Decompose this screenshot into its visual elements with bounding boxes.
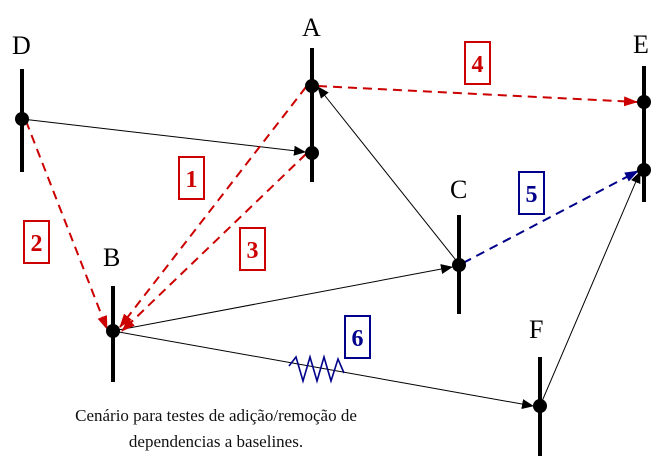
edge-4-a-e: [317, 85, 638, 107]
node-label-f: F: [529, 315, 543, 344]
edge-3-a-b: [121, 153, 307, 332]
version-dot-d: [15, 112, 29, 126]
edge-b-c: [112, 264, 453, 332]
badge-4: 4: [464, 41, 491, 85]
badge-3-label: 3: [247, 238, 259, 264]
badge-2-label: 2: [31, 231, 43, 257]
version-dot-e1: [637, 95, 651, 109]
edge-d-a: [21, 118, 306, 156]
edge-5-c-e: [462, 170, 639, 264]
node-label-d: D: [12, 31, 31, 60]
badge-3: 3: [239, 227, 266, 271]
caption-line-1: Cenário para testes de adição/remoção de: [75, 406, 357, 425]
badge-1-label: 1: [186, 167, 198, 193]
badge-2: 2: [23, 220, 50, 264]
edge-1-a-b: [119, 86, 307, 328]
node-label-e: E: [633, 30, 649, 59]
zigzag-marker-6: [288, 354, 345, 384]
version-dot-a2: [305, 146, 319, 160]
node-label-c: C: [450, 175, 467, 204]
badge-5: 5: [518, 171, 545, 215]
node-label-b: B: [103, 243, 120, 272]
edge-f-e: [539, 171, 641, 407]
badge-1: 1: [178, 156, 205, 200]
edge-c-a: [317, 86, 460, 265]
version-dot-c: [452, 258, 466, 272]
badge-6: 6: [344, 315, 371, 359]
edge-2-d-b: [25, 120, 108, 330]
badge-5-label: 5: [526, 182, 538, 208]
badge-6-label: 6: [352, 326, 364, 352]
edge-b-f: [112, 330, 534, 409]
caption-line-2: dependencias a baselines.: [129, 432, 303, 451]
version-dot-f: [533, 399, 547, 413]
node-label-a: A: [302, 13, 321, 42]
version-dot-b: [106, 324, 120, 338]
version-dot-a1: [305, 79, 319, 93]
version-dot-e2: [637, 163, 651, 177]
badge-4-label: 4: [472, 52, 484, 78]
